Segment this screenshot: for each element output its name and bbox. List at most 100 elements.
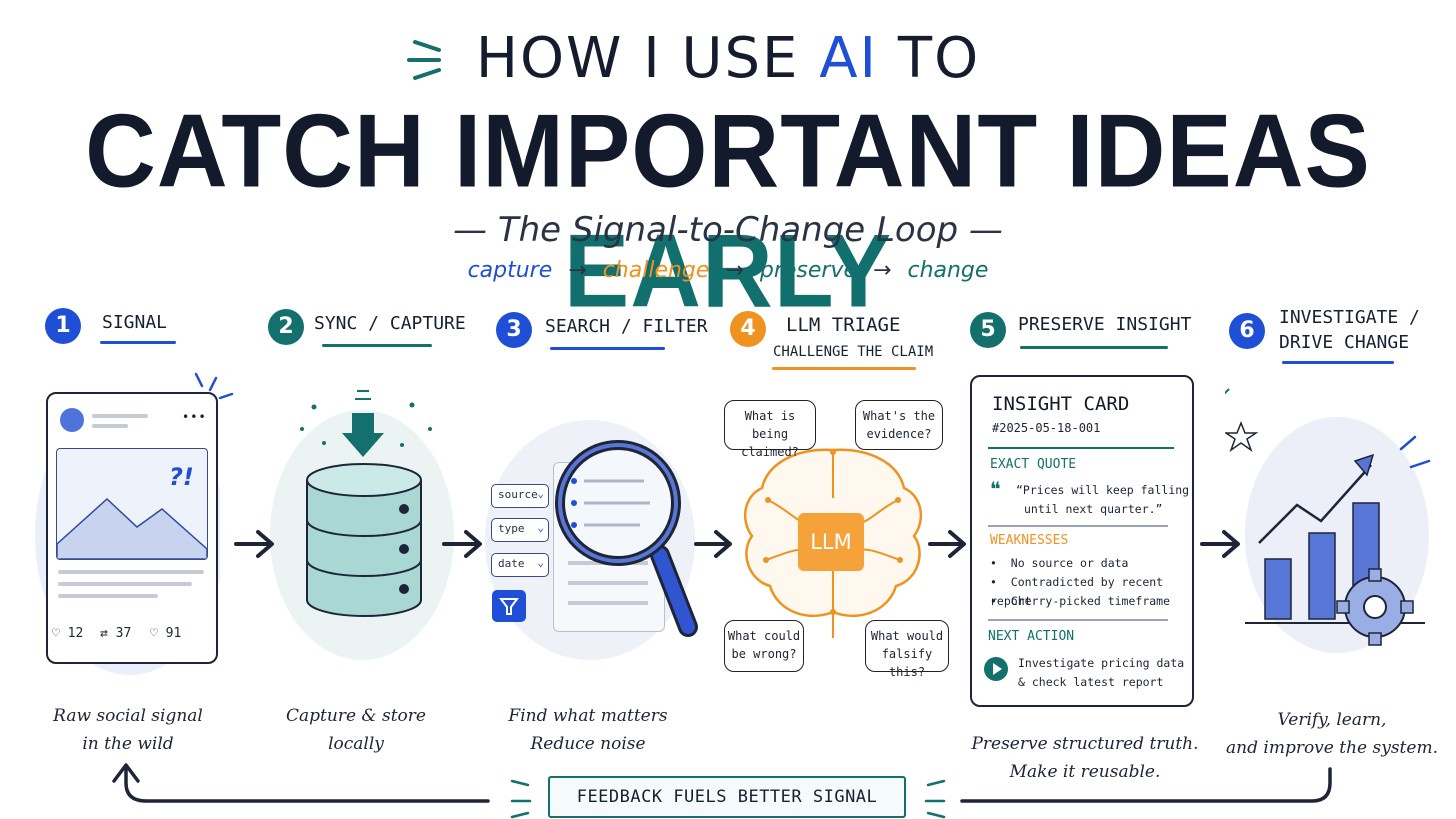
question-text: be wrong? xyxy=(731,647,797,661)
chevron-down-icon: ⌄ xyxy=(537,556,544,569)
loop-word-change: change xyxy=(907,258,989,283)
reaction-mark: ?! xyxy=(169,463,194,491)
post-image: ?! xyxy=(56,448,208,560)
step-6-title-line-2: DRIVE CHANGE xyxy=(1279,332,1410,353)
weakness-item: • No source or data xyxy=(990,556,1129,570)
llm-core: LLM xyxy=(798,513,864,571)
question-text: being claimed? xyxy=(741,427,799,459)
caption-line: and improve the system. xyxy=(1226,738,1438,758)
divider xyxy=(988,619,1168,621)
step-5-underline xyxy=(1020,346,1168,349)
caption-line: locally xyxy=(328,734,384,754)
step-1-underline xyxy=(100,341,176,344)
question-text: falsify this? xyxy=(881,647,933,679)
question-bubble-wrong: What could be wrong? xyxy=(724,620,804,672)
next-action-heading: NEXT ACTION xyxy=(988,629,1075,644)
flow-arrows xyxy=(234,530,1240,558)
step-4-underline xyxy=(772,367,916,370)
gear-icon xyxy=(1336,568,1414,646)
post-text-line xyxy=(58,570,204,574)
filter-chip-label: date xyxy=(498,557,525,570)
quote-line-2: until next quarter.” xyxy=(1024,502,1163,516)
feedback-banner: FEEDBACK FUELS BETTER SIGNAL xyxy=(548,776,906,818)
more-menu-icon[interactable]: ••• xyxy=(182,410,207,424)
question-text: evidence? xyxy=(866,427,932,441)
title-main: CATCH IMPORTANT IDEAS xyxy=(85,92,1371,209)
step-5-number: 5 xyxy=(970,312,1006,348)
weakness-text: Cherry-picked timeframe xyxy=(1010,594,1171,608)
step-3-number: 3 xyxy=(496,312,532,348)
step-5-title: PRESERVE INSIGHT xyxy=(1018,314,1192,335)
play-icon[interactable] xyxy=(984,657,1008,681)
step-1-number: 1 xyxy=(45,308,81,344)
title-prefix: HOW I USE xyxy=(475,26,820,91)
step-3-title: SEARCH / FILTER xyxy=(545,316,708,337)
funnel-icon xyxy=(499,598,519,615)
heart-count[interactable]: ♡ 91 xyxy=(150,626,182,641)
step-4-title: LLM TRIAGE xyxy=(786,314,901,336)
feedback-loop-arrow xyxy=(112,763,1332,819)
arrow-right-icon xyxy=(928,530,966,558)
download-arrow-icon xyxy=(342,390,384,457)
title-ai: AI xyxy=(819,26,879,91)
step-2-number: 2 xyxy=(268,309,304,345)
filter-chip-type[interactable]: type ⌄ xyxy=(491,518,549,542)
loop-word-challenge: challenge xyxy=(602,258,710,283)
star-icon xyxy=(1225,420,1259,452)
step-5-caption: Preserve structured truth. Make it reusa… xyxy=(950,730,1220,786)
step-3-underline xyxy=(550,347,665,350)
insight-card-id: #2025-05-18-001 xyxy=(992,421,1101,435)
loop-arrow: → xyxy=(873,258,892,283)
weakness-text: No source or data xyxy=(1010,556,1129,570)
weakness-text: Contradicted by recent report xyxy=(990,575,1164,608)
avatar xyxy=(60,408,84,432)
loop-word-capture: capture xyxy=(467,258,553,283)
database-illustration xyxy=(270,390,454,660)
step-6-title-line-1: INVESTIGATE / xyxy=(1279,307,1420,328)
caption-line: Find what matters xyxy=(508,706,668,726)
title-spark-icon xyxy=(407,40,441,80)
question-text: What is xyxy=(744,409,796,423)
caption-line: Raw social signal xyxy=(53,706,203,726)
step-3-caption: Find what matters Reduce noise xyxy=(488,702,688,758)
result-line xyxy=(568,581,648,585)
filter-button[interactable] xyxy=(492,590,526,622)
weaknesses-heading: WEAKNESSES xyxy=(990,533,1069,548)
loop-sequence: capture→challenge→preserve→change xyxy=(0,258,1456,283)
loop-word-preserve: preserve xyxy=(759,258,858,283)
post-meta-line xyxy=(92,414,148,418)
caption-line: in the wild xyxy=(82,734,174,754)
step-2-caption: Capture & store locally xyxy=(256,702,456,758)
heart-count-value: 91 xyxy=(165,626,182,641)
question-text: What's the xyxy=(862,409,936,423)
step-2-underline xyxy=(322,344,432,347)
step-6-underline xyxy=(1282,361,1394,364)
title-line-2: CATCH IMPORTANT IDEAS EARLY xyxy=(0,91,1456,331)
title-suffix: TO xyxy=(878,26,981,91)
chevron-down-icon: ⌄ xyxy=(537,487,544,500)
question-text: What could xyxy=(727,629,801,643)
question-bubble-evidence: What's the evidence? xyxy=(855,400,943,450)
filter-chip-label: type xyxy=(498,522,525,535)
caption-line: Verify, learn, xyxy=(1277,710,1387,730)
filter-chip-source[interactable]: source⌄ xyxy=(491,484,549,508)
database-icon xyxy=(306,463,422,617)
next-action-line-2: & check latest report xyxy=(1018,675,1164,689)
social-post-card: ••• ?! ♡ 12 ⇄ 37 ♡ 91 xyxy=(46,392,218,664)
like-count[interactable]: ♡ 12 xyxy=(52,626,84,641)
step-1-title: SIGNAL xyxy=(102,312,168,333)
filter-chip-label: source xyxy=(498,488,538,501)
arrow-right-icon xyxy=(234,530,274,558)
post-text-line xyxy=(58,594,158,598)
title-early: EARLY xyxy=(563,212,893,329)
insight-card-title: INSIGHT CARD xyxy=(992,393,1130,415)
magnifier-icon xyxy=(555,440,698,637)
step-4-subtitle: CHALLENGE THE CLAIM xyxy=(773,344,934,360)
chevron-down-icon: ⌄ xyxy=(537,521,544,534)
repost-count[interactable]: ⇄ 37 xyxy=(100,626,132,641)
repost-count-value: 37 xyxy=(115,626,132,641)
filter-chip-date[interactable]: date ⌄ xyxy=(491,553,549,577)
divider xyxy=(988,447,1174,449)
question-bubble-claim: What is being claimed? xyxy=(724,400,816,459)
